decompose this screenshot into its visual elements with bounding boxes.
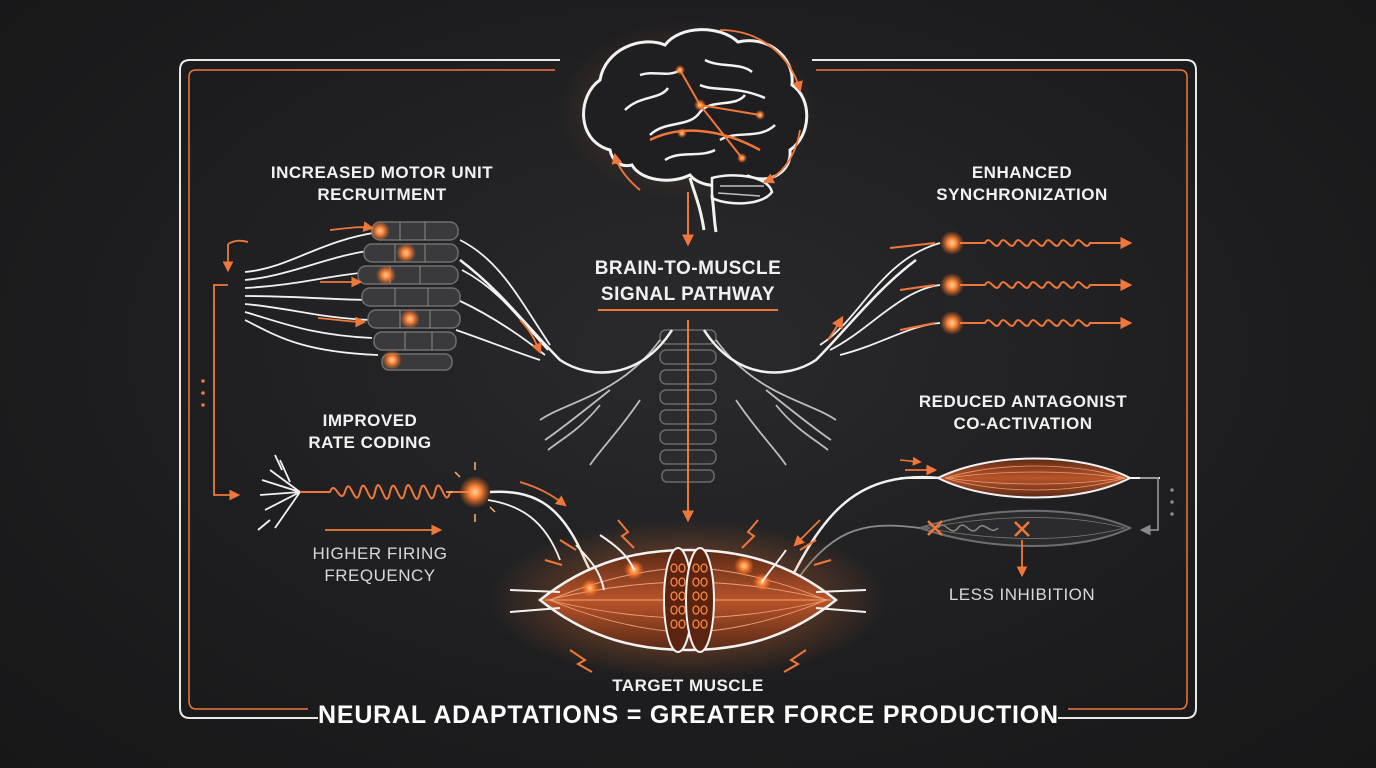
antagonist-label-line2: CO-ACTIVATION [953,414,1093,433]
rate-coding-label-line1: IMPROVED [322,411,418,430]
antagonist-graphic [778,456,1174,601]
left-feedback-arrow [201,284,241,501]
target-muscle-label: TARGET MUSCLE [612,676,764,695]
rate-coding-label: IMPROVED RATE CODING [270,410,470,454]
page-title: NEURAL ADAPTATIONS = GREATER FORCE PRODU… [318,701,1059,729]
recruitment-label-line2: RECRUITMENT [317,185,447,204]
synchronization-label: ENHANCED SYNCHRONIZATION [902,162,1142,206]
firing-frequency-note-line2: FREQUENCY [324,566,436,585]
recruitment-label: INCREASED MOTOR UNIT RECRUITMENT [232,162,532,206]
synchronization-label-line1: ENHANCED [971,163,1073,182]
antagonist-label: REDUCED ANTAGONIST CO-ACTIVATION [893,391,1153,435]
synchronization-label-line2: SYNCHRONIZATION [936,185,1108,204]
center-title-line2: SIGNAL PATHWAY [600,284,776,305]
brain-icon [558,20,818,233]
motor-unit-recruitment-graphic [222,221,551,371]
rate-coding-label-line2: RATE CODING [308,433,432,452]
firing-frequency-note: HIGHER FIRING FREQUENCY [290,543,470,587]
target-muscle-graphic [488,519,888,680]
firing-frequency-note-line1: HIGHER FIRING [312,544,448,563]
spinal-cord [539,320,837,523]
synchronization-graphic [819,231,1133,356]
recruitment-label-line1: INCREASED MOTOR UNIT [270,163,494,182]
antagonist-label-line1: REDUCED ANTAGONIST [918,392,1128,411]
less-inhibition-note: LESS INHIBITION [948,585,1096,604]
signal-pathway-lines [459,259,917,374]
outer-frame [179,59,1197,719]
center-title: BRAIN-TO-MUSCLE SIGNAL PATHWAY [558,256,818,308]
center-title-line1: BRAIN-TO-MUSCLE [594,258,782,279]
